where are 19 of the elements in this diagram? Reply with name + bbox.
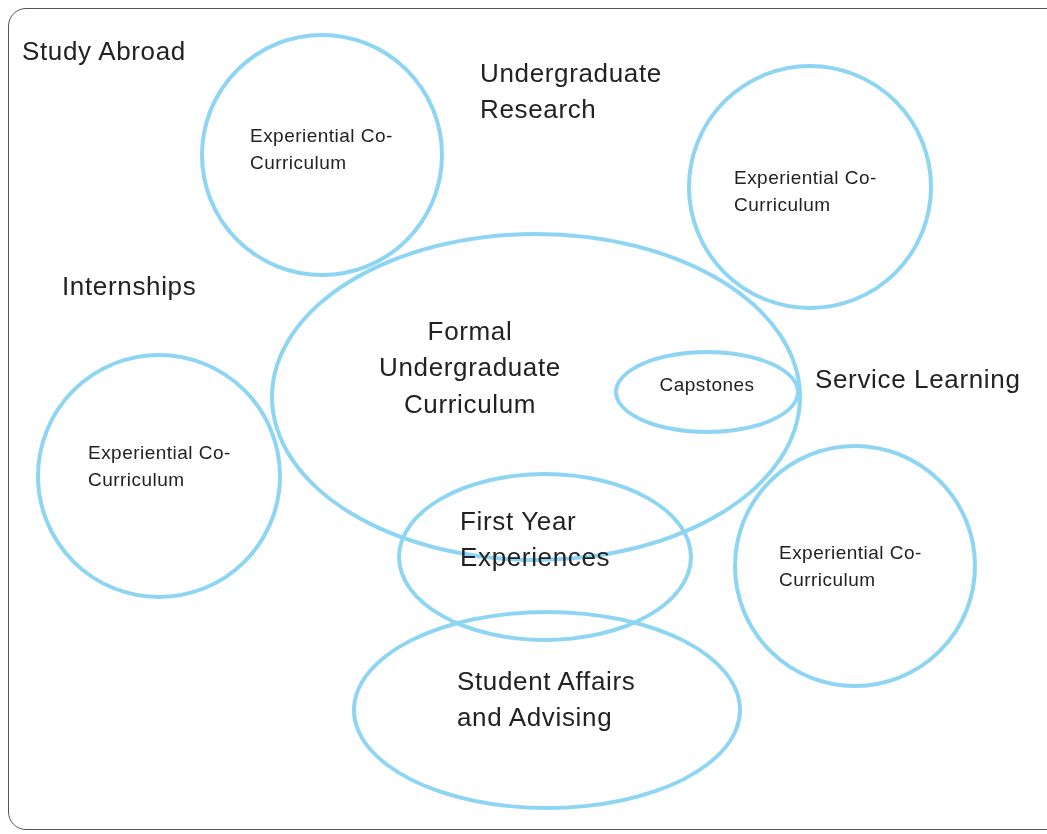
circle-outline xyxy=(733,444,977,688)
circle-outline xyxy=(614,350,800,434)
node-label: Experiential Co-Curriculum xyxy=(250,124,394,175)
node-label: Experiential Co-Curriculum xyxy=(779,541,923,592)
category-label: Service Learning xyxy=(815,363,1022,396)
category-label: Undergraduate Research xyxy=(480,57,663,127)
category-label: Internships xyxy=(62,270,198,303)
node-label: Formal Undergraduate Curriculum xyxy=(378,315,562,421)
circle-outline xyxy=(200,33,444,277)
category-label: Study Abroad xyxy=(22,35,187,68)
node-label: First Year Experiences xyxy=(460,505,612,575)
circle-outline xyxy=(352,610,742,810)
circle-outline xyxy=(397,472,693,642)
node-label: Student Affairs and Advising xyxy=(457,665,637,735)
node-label: Experiential Co-Curriculum xyxy=(734,166,878,217)
node-label: Capstones xyxy=(658,373,756,397)
circle-outline xyxy=(687,64,933,310)
circle-outline xyxy=(36,353,282,599)
node-label: Experiential Co-Curriculum xyxy=(88,441,232,492)
